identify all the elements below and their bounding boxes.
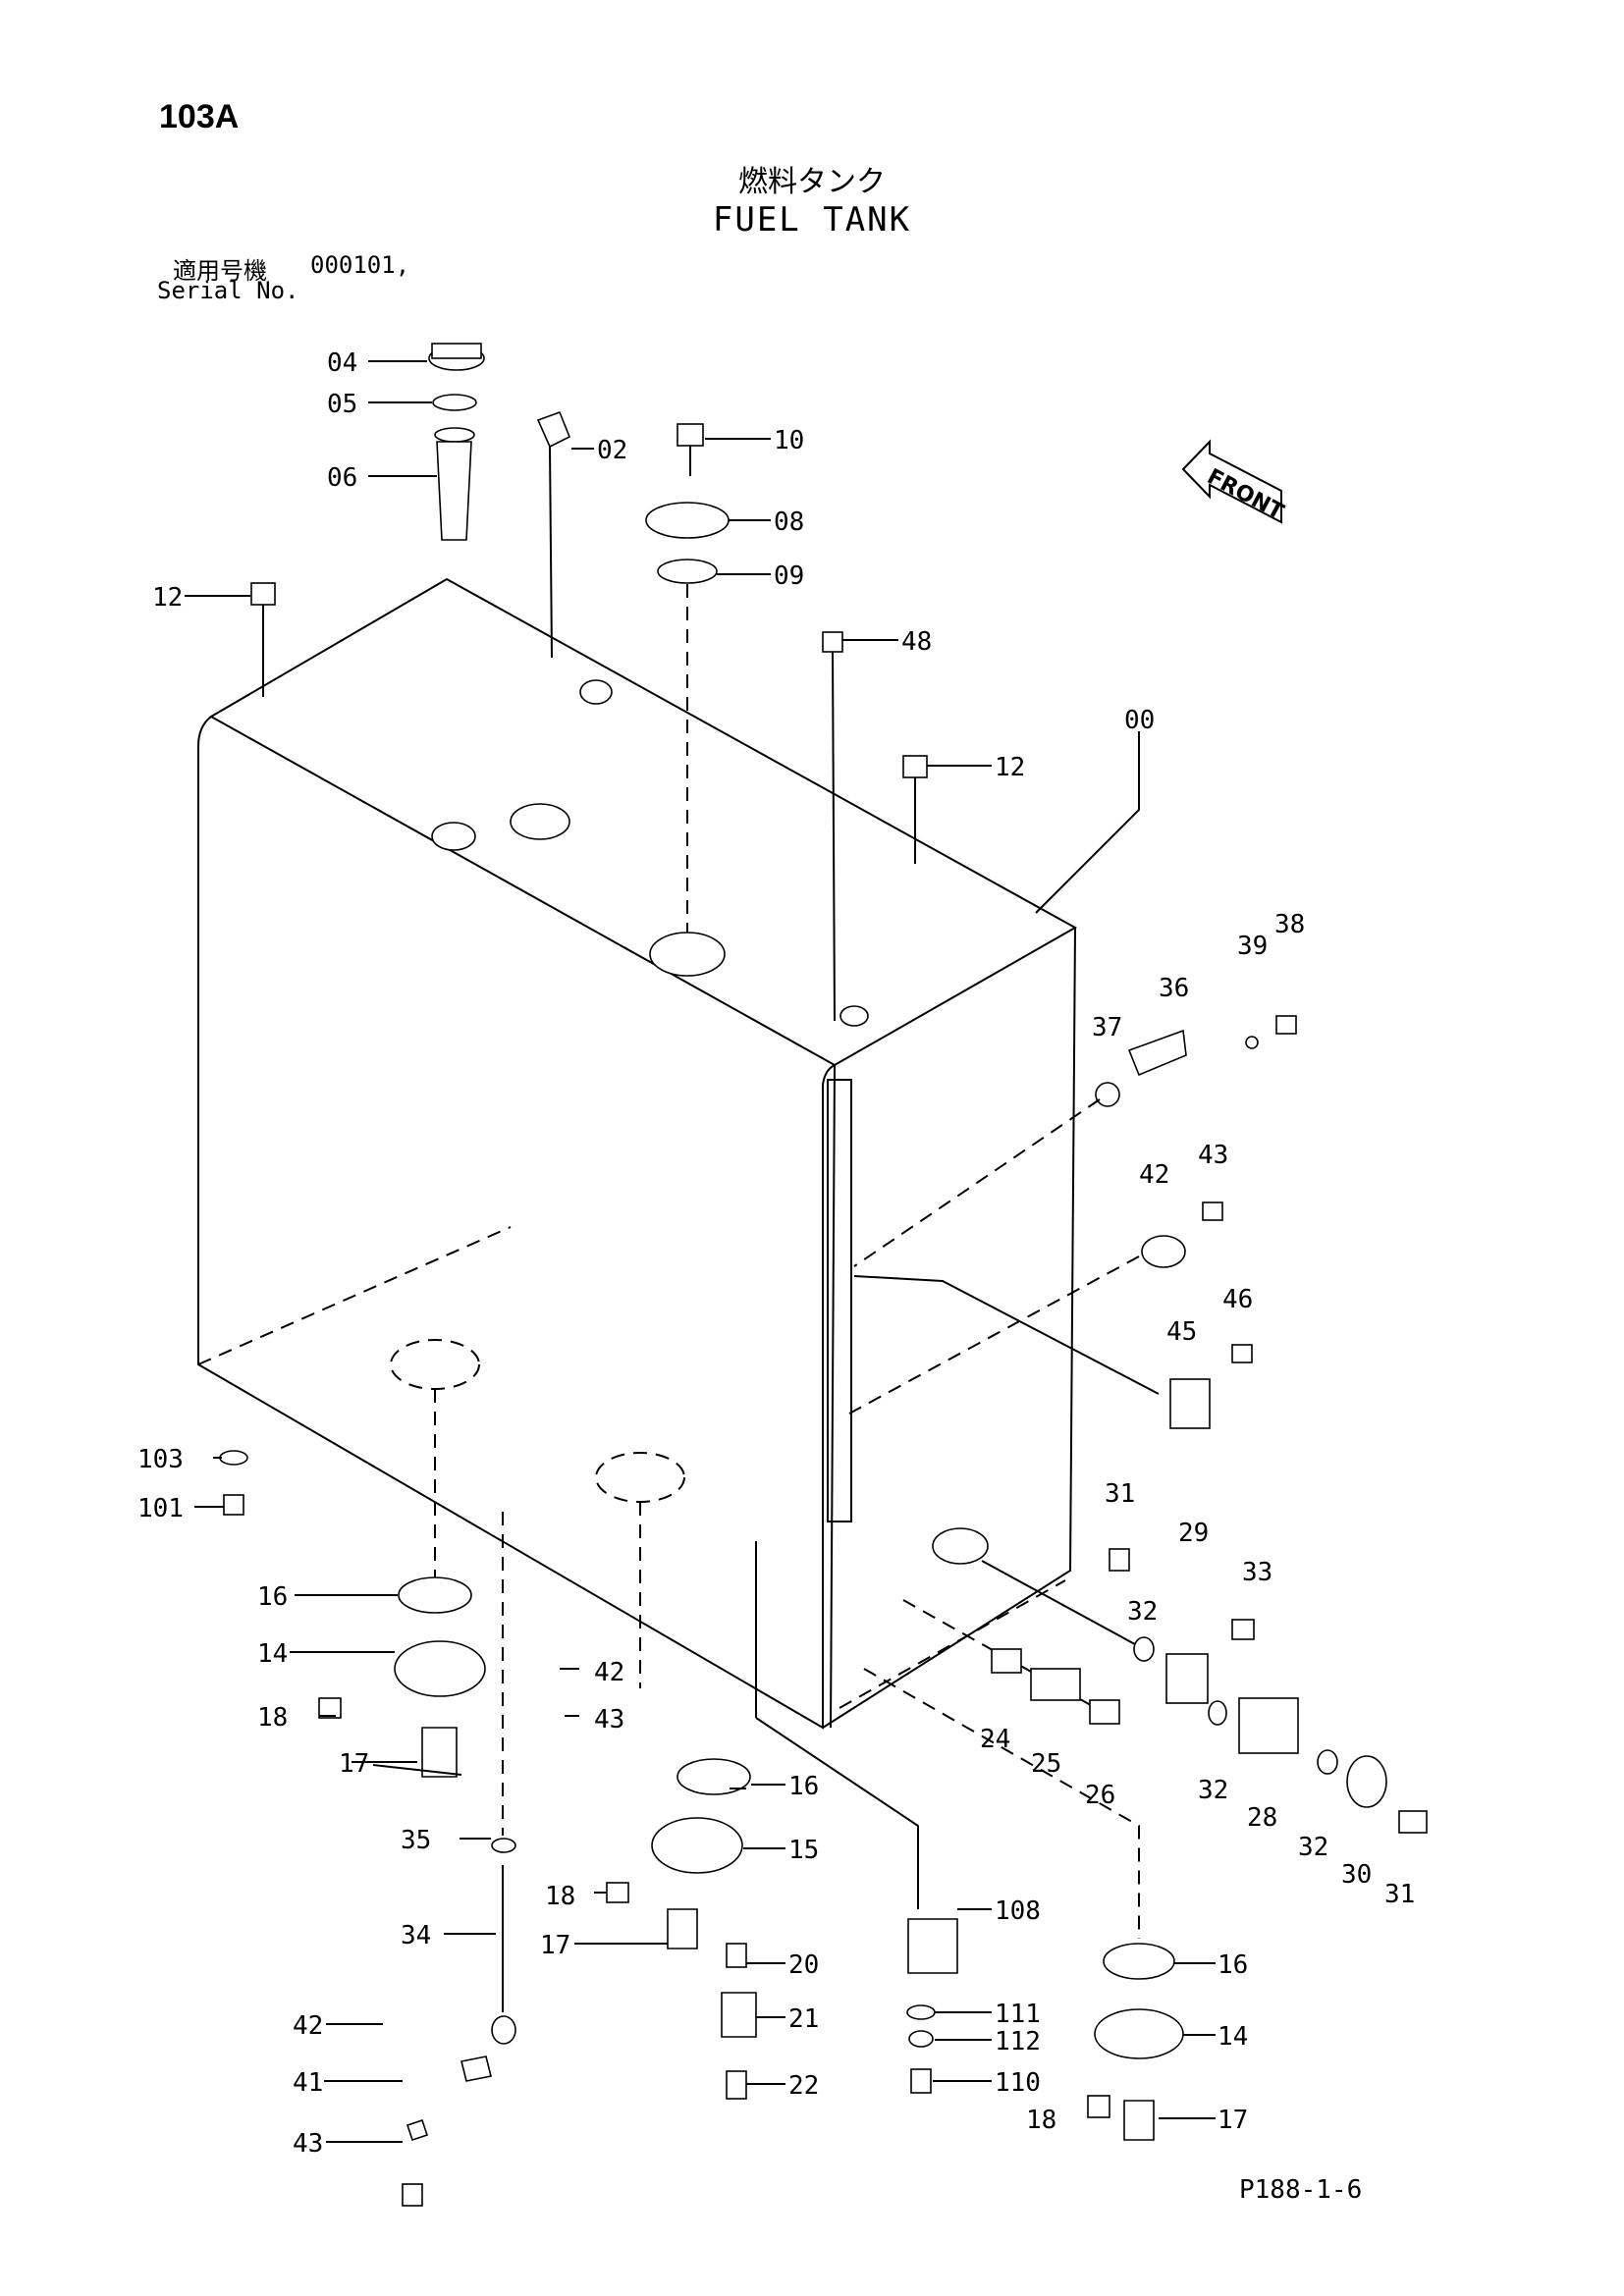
- parts: [219, 343, 1428, 2207]
- label-22: 22: [788, 2071, 819, 2101]
- label-14-a: 14: [257, 1639, 288, 1669]
- label-20: 20: [788, 1950, 819, 1980]
- label-00: 00: [1124, 706, 1155, 735]
- drawing-number: P188-1-6: [1239, 2175, 1363, 2205]
- label-32-c: 32: [1298, 1833, 1328, 1862]
- label-06: 06: [327, 463, 357, 493]
- label-101: 101: [137, 1494, 184, 1523]
- label-34: 34: [401, 1921, 431, 1950]
- fuel-tank-body: [197, 577, 1078, 1730]
- label-12-b: 12: [995, 753, 1025, 782]
- label-14-b: 14: [1218, 2022, 1248, 2052]
- label-15: 15: [788, 1836, 819, 1865]
- front-arrow-icon: FRONT: [1181, 439, 1287, 525]
- label-17-c: 17: [1218, 2106, 1248, 2135]
- label-32-b: 32: [1198, 1776, 1228, 1805]
- serial-label-japanese: 適用号機: [173, 257, 267, 285]
- serial-label-english: Serial No.: [157, 277, 299, 304]
- label-18-b: 18: [545, 1882, 575, 1911]
- label-38: 38: [1274, 910, 1305, 939]
- label-30: 30: [1341, 1860, 1372, 1890]
- label-42-b: 42: [594, 1658, 624, 1687]
- serial-value: 000101,: [310, 251, 410, 279]
- label-17-a: 17: [339, 1749, 369, 1779]
- label-17-b: 17: [540, 1931, 570, 1960]
- title-english: FUEL TANK: [712, 200, 912, 240]
- label-16-c: 16: [1218, 1950, 1248, 1980]
- label-21: 21: [788, 2004, 819, 2034]
- label-48: 48: [901, 627, 932, 657]
- label-28: 28: [1247, 1803, 1277, 1833]
- label-24: 24: [980, 1725, 1010, 1754]
- label-08: 08: [774, 507, 804, 537]
- label-26: 26: [1085, 1781, 1115, 1810]
- front-label: FRONT: [1203, 464, 1287, 525]
- label-18-c: 18: [1026, 2106, 1056, 2135]
- label-33: 33: [1242, 1558, 1272, 1587]
- label-02: 02: [597, 436, 627, 465]
- label-43-a: 43: [1198, 1141, 1228, 1170]
- page-id: 103A: [159, 98, 240, 135]
- label-04: 04: [327, 348, 357, 378]
- title-japanese: 燃料タンク: [738, 165, 886, 199]
- label-103: 103: [137, 1445, 184, 1474]
- label-108: 108: [995, 1896, 1041, 1926]
- label-112: 112: [995, 2027, 1041, 2056]
- label-35: 35: [401, 1826, 431, 1855]
- label-110: 110: [995, 2068, 1041, 2098]
- label-31-a: 31: [1105, 1479, 1135, 1509]
- label-05: 05: [327, 390, 357, 419]
- leader-lines: [185, 360, 1216, 2143]
- label-39: 39: [1237, 932, 1268, 961]
- label-18-a: 18: [257, 1703, 288, 1733]
- label-32-a: 32: [1127, 1597, 1158, 1627]
- label-36: 36: [1159, 974, 1189, 1003]
- label-16-b: 16: [788, 1772, 819, 1801]
- part-labels: 04 05 06 02 10 08 09 12 48 00 12 38 39 3…: [137, 348, 1415, 2159]
- label-25: 25: [1031, 1749, 1061, 1779]
- label-09: 09: [774, 561, 804, 591]
- label-46: 46: [1222, 1285, 1253, 1314]
- label-10: 10: [774, 426, 804, 455]
- label-45: 45: [1166, 1317, 1197, 1347]
- label-42-c: 42: [293, 2011, 323, 2041]
- label-42-a: 42: [1139, 1160, 1169, 1190]
- label-16-a: 16: [257, 1582, 288, 1612]
- label-31-b: 31: [1384, 1880, 1415, 1909]
- label-41: 41: [293, 2068, 323, 2098]
- label-43-c: 43: [293, 2129, 323, 2159]
- label-37: 37: [1092, 1013, 1122, 1042]
- label-29: 29: [1178, 1519, 1209, 1548]
- label-111: 111: [995, 2000, 1041, 2029]
- label-43-b: 43: [594, 1705, 624, 1735]
- label-12-a: 12: [152, 583, 183, 613]
